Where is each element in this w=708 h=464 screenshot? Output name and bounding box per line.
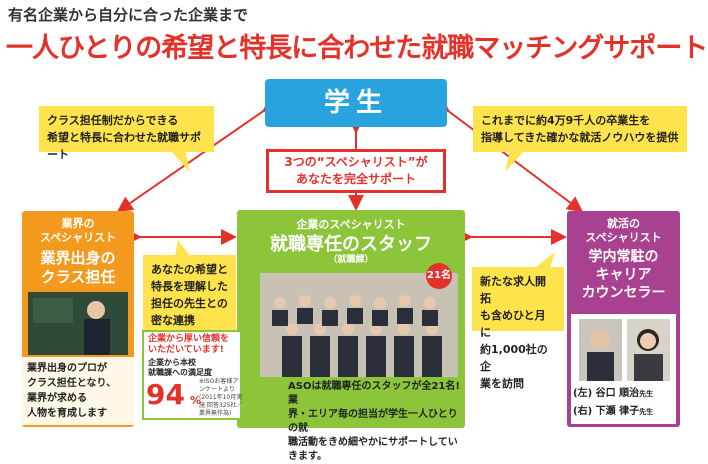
title-line: 学内常駐の	[588, 249, 659, 265]
counselor-photo-left	[579, 319, 622, 381]
panel-department: （就職課）	[328, 255, 374, 265]
callout-line: あなたの希望と	[151, 263, 228, 276]
title-line: キャリア	[595, 267, 652, 283]
headline-line: いただいています!	[148, 345, 224, 355]
callout-mid-right: 新たな求人開拓 も含めひと月に 約1,000社の企 業を訪問	[472, 267, 564, 390]
satisfaction-unit: %	[190, 394, 202, 407]
callout-line: 特長を理解した	[151, 280, 228, 293]
panel-description: 業界出身のプロが クラス担任となり、 業界が求める 人物を育成します	[22, 357, 134, 425]
panel-employment-staff: 企業のスペシャリスト 就職専任のスタッフ （就職課） 21名	[237, 210, 465, 462]
callout-line: 業を訪問	[480, 377, 524, 390]
three-line-2: あなたを完全サポート	[295, 172, 416, 186]
desc-line: 職活動をきめ細やかにサポートしていきます。	[288, 437, 458, 462]
panel-class-teacher: 業界の スペシャリスト 業界出身の クラス担任 業界出身のプロが クラス担任とな…	[22, 211, 134, 427]
panel-title: 業界出身の クラス担任	[22, 249, 134, 287]
title-line: カウンセラー	[581, 285, 666, 301]
counselor-name-left: (左) 谷口 順治先生	[573, 384, 653, 399]
panel-subtitle: 企業のスペシャリスト	[296, 218, 406, 231]
callout-mid-left: あなたの希望と 特長を理解した 担任の先生との 密な連携	[143, 255, 236, 335]
callout-line: これまでに約4万9千人の卒業生を	[481, 114, 651, 127]
callout-line: クラス担任制だからできる	[47, 114, 179, 127]
panel-career-counselor: 就活の スペシャリスト 学内常駐の キャリア カウンセラー (左) 谷口 順治先…	[567, 211, 680, 427]
label-line: 企業から本校	[148, 358, 196, 367]
arrow-student-left	[116, 96, 280, 213]
student-box: 学生	[265, 79, 447, 127]
callout-line: も含めひと月に	[480, 309, 546, 339]
callout-tail-mid-right	[535, 252, 555, 268]
desc-line: ASOは就職専任のスタッフが全21名! 業	[288, 381, 460, 406]
name-text: 下瀬 律子	[595, 406, 640, 417]
counselor-card: (左) 谷口 順治先生 (右) 下瀬 律子先生	[571, 314, 676, 424]
teacher-photo	[28, 292, 128, 355]
desc-line: 業界が求める	[27, 393, 87, 404]
name-text: 谷口 順治	[595, 388, 640, 399]
name-suffix: 先生	[639, 408, 654, 416]
callout-line: 希望と特長に合わせた就職サポート	[47, 131, 201, 161]
callout-line: 指導してきた確かな就活ノウハウを提供	[481, 131, 679, 144]
three-line-1: 3つの“スペシャリスト”が	[284, 155, 428, 169]
counselor-photo-right	[627, 319, 670, 381]
callout-left-top: クラス担任制だからできる 希望と特長に合わせた就職サポート	[39, 106, 214, 161]
callout-tail-right-top	[505, 150, 525, 172]
subtitle-line: 業界の	[61, 217, 95, 230]
callout-line: 約1,000社の企	[480, 343, 548, 373]
three-specialists-box: 3つの“スペシャリスト”が あなたを完全サポート	[266, 149, 446, 193]
panel-title: 就職専任のスタッフ	[270, 234, 432, 255]
name-suffix: 先生	[639, 390, 654, 398]
title-line: 業界出身の	[40, 249, 116, 267]
desc-line: 業界出身のプロが	[27, 363, 107, 374]
subtitle-line: スペシャリスト	[39, 231, 117, 244]
connector-arrows	[116, 96, 584, 268]
callout-right-top: これまでに約4万9千人の卒業生を 指導してきた確かな就活ノウハウを提供	[473, 106, 687, 152]
label-line: 就職課への満足度	[148, 368, 212, 377]
counselor-name-right: (右) 下瀬 律子先生	[573, 402, 653, 417]
desc-line: 人物を育成します	[27, 408, 107, 419]
callout-line: 担任の先生との	[151, 297, 228, 310]
subtitle-line: スペシャリスト	[585, 231, 662, 244]
panel-title: 学内常駐の キャリア カウンセラー	[567, 248, 680, 302]
name-prefix: (左)	[573, 388, 593, 399]
satisfaction-card: 企業から厚い信頼を いただいています! 企業から本校 就職課への満足度 94 %…	[142, 330, 242, 420]
title-line: クラス担任	[40, 268, 116, 286]
callout-line: 新たな求人開拓	[480, 275, 546, 305]
satisfaction-value: 94	[146, 378, 185, 411]
page-headline: 一人ひとりの希望と特長に合わせた就職マッチングサポート	[6, 33, 708, 64]
kicker-text: 有名企業から自分に合った企業まで	[8, 6, 249, 24]
desc-line: 界・エリア毎の担当が学生一人ひとりの就	[288, 409, 458, 434]
callout-tail-left-top	[170, 150, 190, 172]
staff-illustration	[260, 273, 458, 377]
desc-line: クラス担任となり、	[27, 378, 117, 389]
satisfaction-label: 企業から本校 就職課への満足度	[148, 358, 240, 378]
headline-line: 企業から厚い信頼を	[148, 334, 230, 344]
panel-description: ASOは就職専任のスタッフが全21名! 業 界・エリア毎の担当が学生一人ひとりの…	[288, 380, 462, 464]
staff-count-badge: 21名	[426, 263, 452, 289]
callout-tail-mid-left	[175, 240, 190, 256]
panel-subtitle: 就活の スペシャリスト	[567, 217, 680, 245]
subtitle-line: 就活の	[607, 217, 640, 230]
person-illustration	[634, 329, 663, 381]
satisfaction-headline: 企業から厚い信頼を いただいています!	[148, 334, 240, 356]
panel-subtitle: 業界の スペシャリスト	[22, 217, 134, 245]
staff-group-photo	[260, 273, 458, 377]
person-illustration	[587, 329, 614, 381]
satisfaction-note: ※ISOお客様アンケートより(2011年10月実施 回答325社／業界無作為)	[199, 378, 243, 417]
teacher-illustration	[28, 292, 128, 355]
callout-line: 密な連携	[151, 314, 195, 327]
name-prefix: (右)	[573, 406, 593, 417]
